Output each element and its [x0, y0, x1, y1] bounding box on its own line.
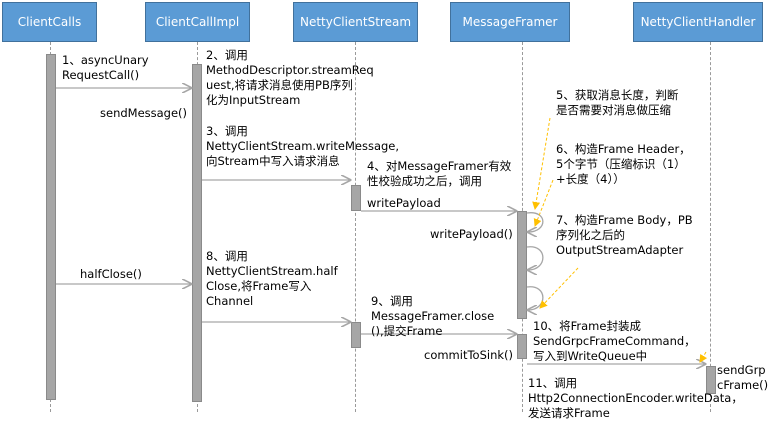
participant-messageframer: MessageFramer — [450, 2, 570, 42]
activation-handler — [706, 366, 716, 394]
activation-clientcallimpl — [192, 64, 202, 402]
label-half-close: halfClose() — [80, 267, 142, 281]
activation-stream-write — [351, 185, 361, 211]
label-step5: 5、获取消息长度，判断 是否需要对消息做压缩 — [556, 88, 679, 117]
label-step7: 7、构造Frame Body，PB 序列化之后的 OutputStreamAda… — [556, 213, 693, 257]
label-step3: 3、调用 NettyClientStream.writeMessage, 向St… — [206, 124, 400, 168]
label-send-message: sendMessage() — [100, 106, 188, 120]
activation-framer-close — [517, 334, 527, 359]
note-arrow-6 — [533, 179, 554, 227]
label-step9: 9、调用 MessageFramer.close (),提交Frame — [371, 294, 495, 338]
lifeline-nettyclienthandler — [710, 42, 711, 412]
self-loop-2 — [527, 246, 544, 270]
label-step2: 2、调用 MethodDescriptor.streamReq uest,将请求… — [206, 48, 374, 107]
lifeline-nettyclientstream — [355, 42, 356, 412]
activation-clientcalls — [46, 54, 56, 400]
label-step4: 4、对MessageFramer有效 性校验成功之后，调用 — [367, 159, 512, 188]
activation-framer-write — [517, 211, 527, 319]
label-commit-to-sink: commitToSink() — [424, 348, 513, 362]
participant-nettyclientstream: NettyClientStream — [293, 2, 418, 42]
self-loop-1 — [527, 212, 544, 232]
label-step8: 8、调用 NettyClientStream.half Close,将Frame… — [206, 249, 338, 308]
label-write-payload: writePayload() — [430, 227, 513, 241]
label-step6: 6、构造Frame Header， 5个字节（压缩标识（1） +长度（4）） — [556, 142, 691, 186]
note-arrow-5 — [532, 117, 551, 210]
note-arrow-10 — [699, 351, 708, 363]
self-loop-3 — [527, 286, 544, 310]
label-send-grpc-frame: sendGrp cFrame() — [717, 363, 769, 392]
label-async-unary: 1、asyncUnary RequestCall() — [62, 53, 149, 82]
participant-nettyclienthandler: NettyClientHandler — [633, 2, 763, 42]
label-step11: 11、调用 Http2ConnectionEncoder.writeData， … — [528, 376, 743, 420]
label-step10: 10、将Frame封装成 SendGrpcFrameCommand， 写入到Wr… — [533, 319, 696, 363]
participant-clientcalls: ClientCalls — [2, 2, 97, 42]
note-arrow-7 — [539, 267, 579, 309]
activation-stream-close — [351, 322, 361, 348]
participant-clientcallimpl: ClientCallImpl — [145, 2, 250, 42]
label-step4b: writePayload — [367, 196, 441, 210]
